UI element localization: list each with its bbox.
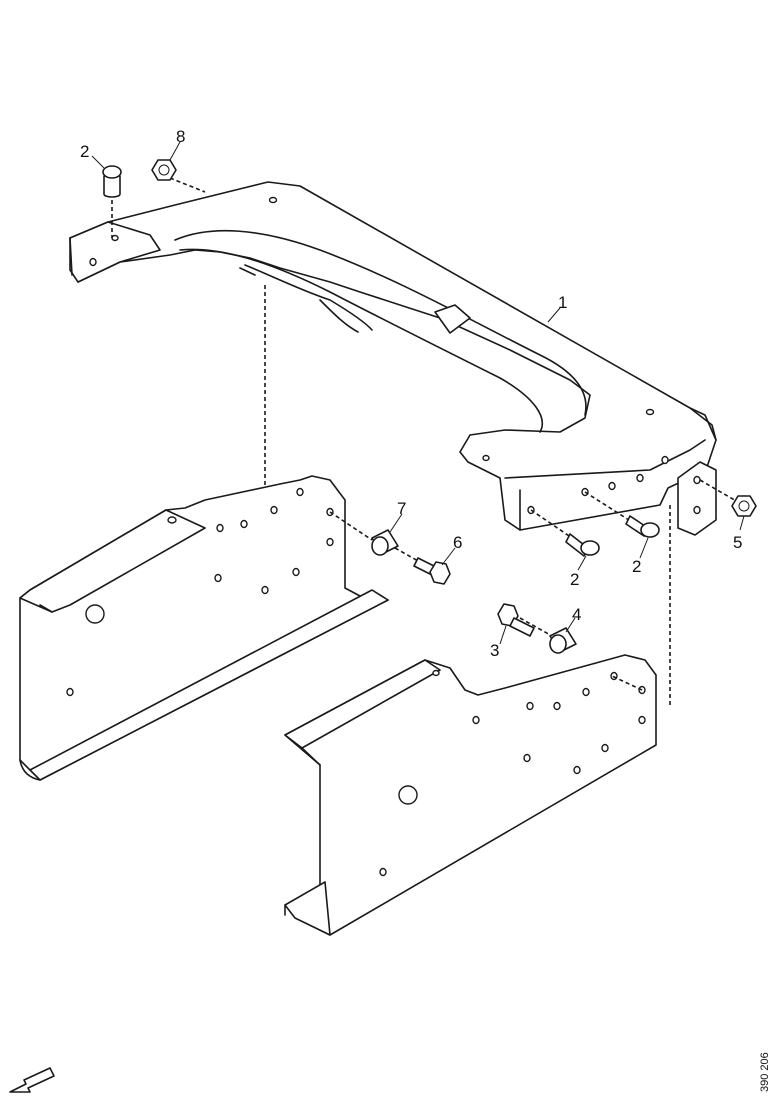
callout-2-right: 2 bbox=[632, 557, 641, 576]
callout-2-top: 2 bbox=[80, 142, 89, 161]
callout-8: 8 bbox=[176, 127, 185, 146]
crossmember-bracket-part-1 bbox=[69, 181, 717, 536]
callout-2-middle: 2 bbox=[570, 570, 579, 589]
nut-part-5 bbox=[731, 495, 757, 517]
forward-arrow-icon bbox=[9, 1067, 55, 1093]
nut-part-8 bbox=[151, 159, 177, 181]
callout-leaders bbox=[91, 141, 745, 645]
pin-part-2-right bbox=[625, 515, 660, 538]
pin-part-2-middle bbox=[565, 533, 600, 557]
callout-3: 3 bbox=[490, 641, 499, 660]
callout-1: 1 bbox=[558, 293, 567, 312]
callout-4: 4 bbox=[572, 605, 581, 624]
spacer-part-7 bbox=[371, 529, 399, 556]
drawing-number: 390 206 bbox=[759, 1052, 771, 1092]
bolt-part-6 bbox=[413, 557, 451, 585]
right-channel-bracket bbox=[284, 654, 657, 936]
spacer-part-4 bbox=[549, 627, 577, 654]
callout-6: 6 bbox=[453, 533, 462, 552]
callout-7: 7 bbox=[397, 499, 406, 518]
bolt-part-3 bbox=[497, 603, 535, 637]
assembly-lines bbox=[111, 177, 739, 705]
callout-5: 5 bbox=[733, 533, 742, 552]
pin-part-2-top bbox=[102, 165, 122, 198]
callout-labels: 1 2 2 2 3 4 5 6 7 8 bbox=[80, 127, 742, 660]
fasteners bbox=[102, 159, 757, 654]
left-channel-bracket bbox=[19, 475, 389, 781]
